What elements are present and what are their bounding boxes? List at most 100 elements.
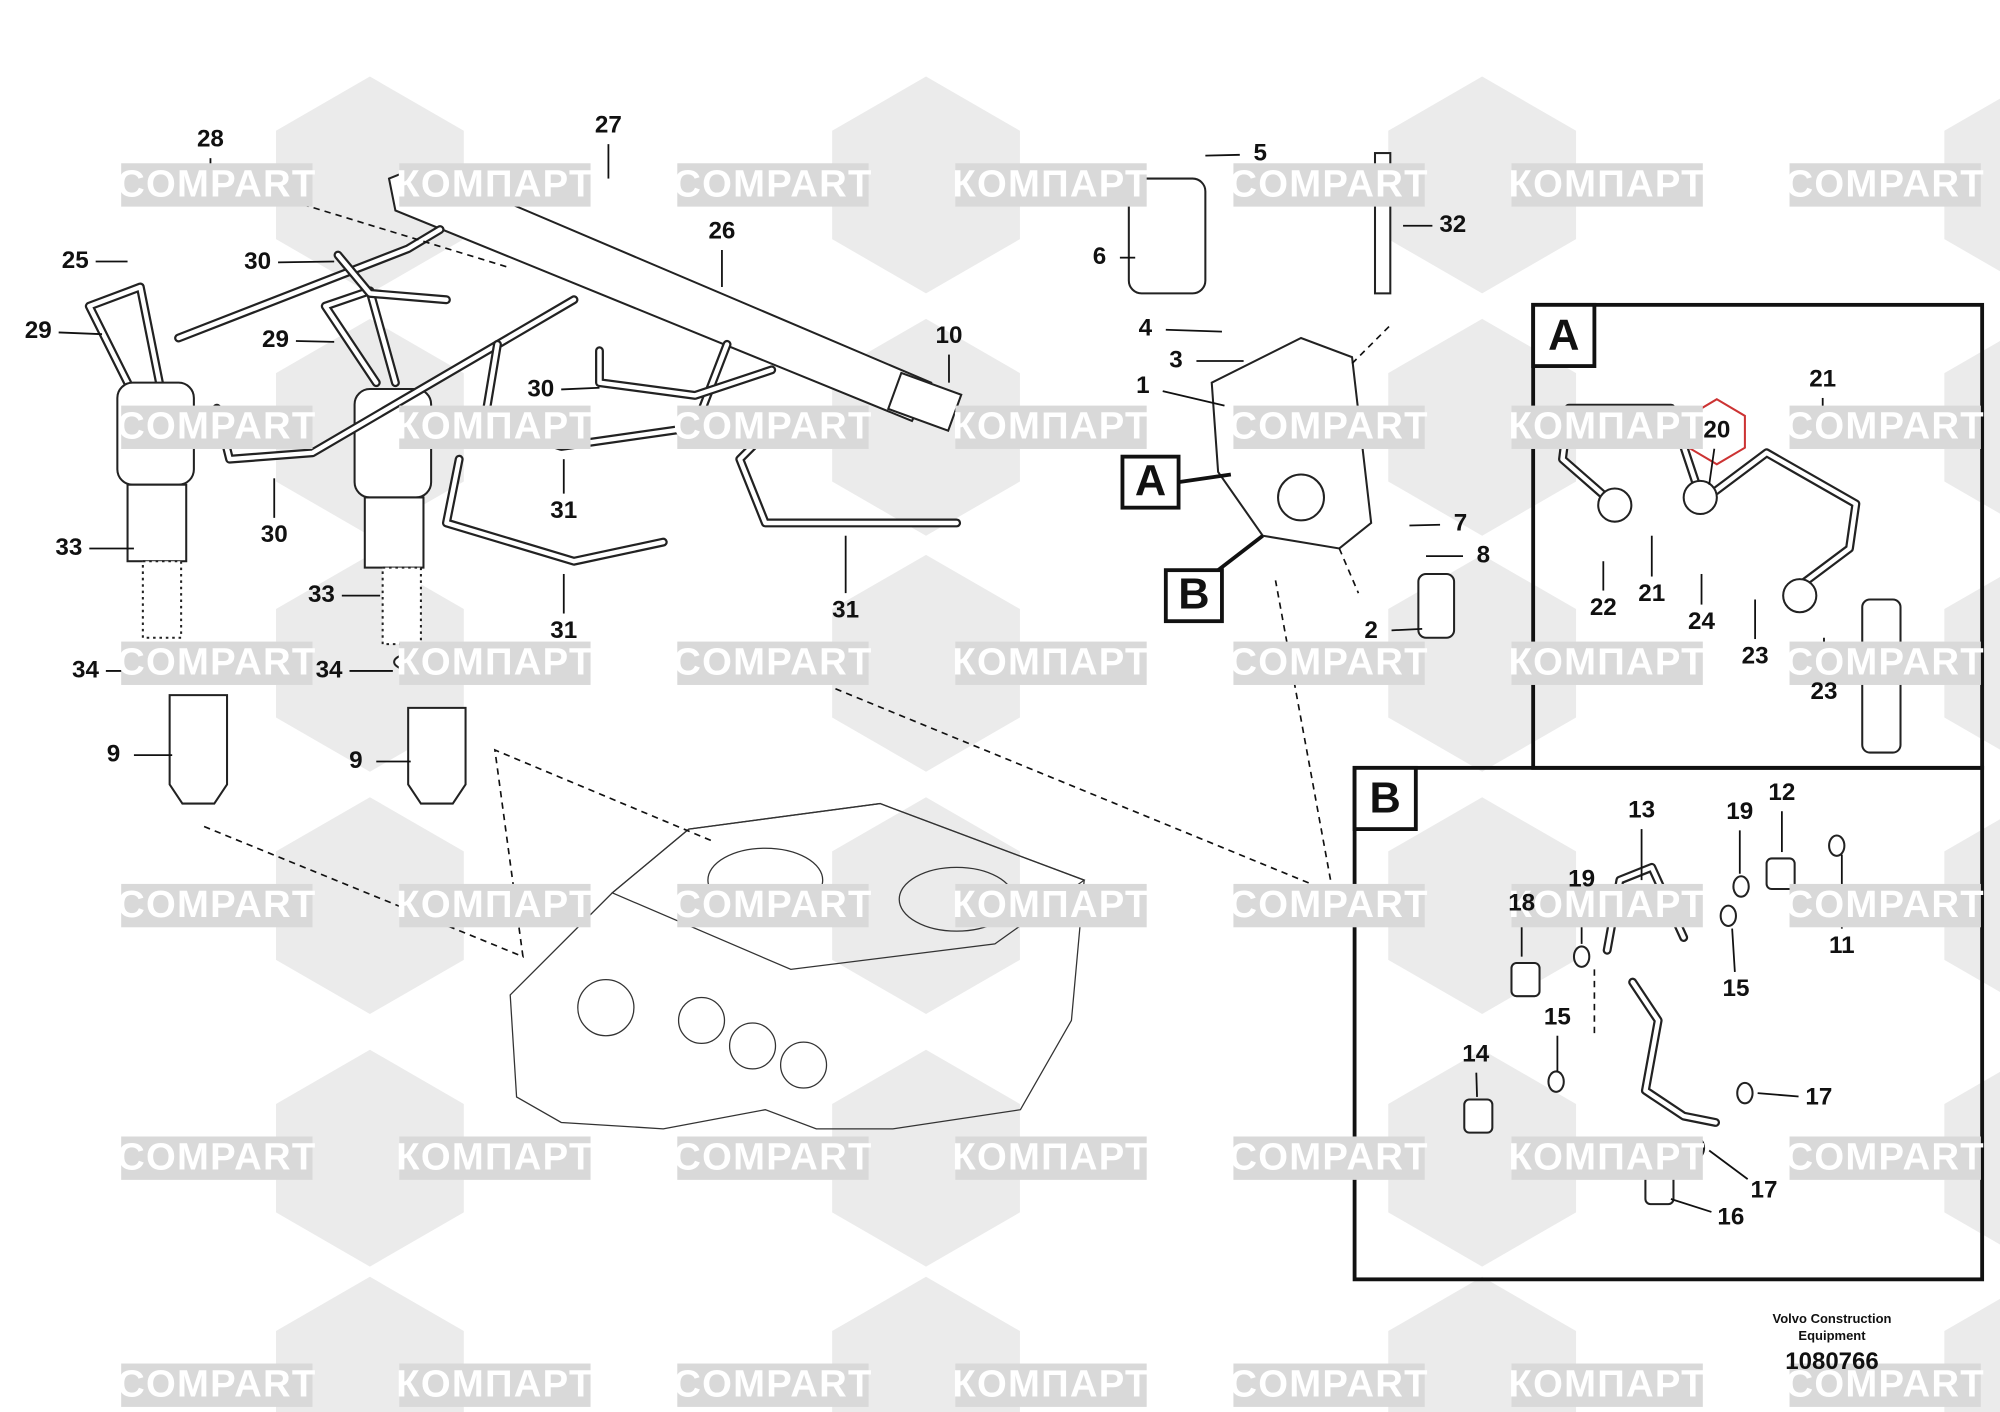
brand-line-1: Volvo Construction — [1772, 1311, 1892, 1326]
watermark-text: COMPART — [117, 1363, 316, 1406]
part-label-4[interactable]: 4 — [1139, 314, 1153, 341]
watermark-band — [1511, 641, 1703, 685]
part-label-26[interactable]: 26 — [708, 218, 735, 245]
callout-b[interactable]: B — [1178, 570, 1209, 618]
part-label-30[interactable]: 30 — [244, 248, 271, 275]
watermark-band — [1789, 1363, 1981, 1407]
watermark-band — [1789, 1136, 1981, 1180]
watermark-text: COMPART — [1229, 162, 1428, 205]
part-label-30[interactable]: 30 — [261, 521, 288, 548]
part-label-10[interactable]: 10 — [936, 322, 963, 349]
watermark-band — [955, 641, 1147, 685]
watermark-band — [677, 1363, 869, 1407]
watermark-text: КОМПАРТ — [396, 1136, 593, 1179]
part-label-17[interactable]: 17 — [1751, 1177, 1778, 1204]
watermark-hexagon — [1388, 797, 1577, 1015]
watermark-band — [677, 641, 869, 685]
watermark-text: КОМПАРТ — [1508, 883, 1705, 926]
part-label-20[interactable]: 20 — [1703, 417, 1730, 444]
part-label-1[interactable]: 1 — [1136, 372, 1149, 399]
part-label-15[interactable]: 15 — [1722, 975, 1749, 1002]
watermark-hexagon — [832, 76, 1020, 294]
watermark-text: КОМПАРТ — [396, 405, 593, 448]
watermark-text: КОМПАРТ — [952, 405, 1149, 448]
detail-label-a: A — [1548, 311, 1579, 359]
part-label-29[interactable]: 29 — [25, 317, 52, 344]
part-label-24[interactable]: 24 — [1688, 608, 1715, 635]
part-label-19[interactable]: 19 — [1568, 866, 1595, 893]
part-label-8[interactable]: 8 — [1477, 542, 1490, 569]
watermark-text: COMPART — [1785, 1136, 1984, 1179]
watermark-text: COMPART — [117, 883, 316, 926]
part-label-34[interactable]: 34 — [316, 656, 343, 683]
watermark-text: КОМПАРТ — [952, 1136, 1149, 1179]
leader-line — [1708, 448, 1716, 485]
watermark-hexagon — [276, 797, 464, 1015]
part-label-27[interactable]: 27 — [595, 112, 622, 139]
part-label-12[interactable]: 12 — [1768, 779, 1795, 806]
part-label-6[interactable]: 6 — [1093, 243, 1106, 270]
part-label-21[interactable]: 21 — [1809, 366, 1836, 393]
part-label-33[interactable]: 33 — [308, 581, 335, 608]
part-label-32[interactable]: 32 — [1439, 211, 1466, 238]
part-label-3[interactable]: 3 — [1169, 346, 1182, 373]
watermark-band — [121, 1363, 313, 1407]
watermark-text: COMPART — [673, 883, 872, 926]
watermark-hexagon — [832, 1049, 1020, 1267]
watermark-band — [1789, 641, 1981, 685]
part-label-34[interactable]: 34 — [72, 656, 99, 683]
watermark-text: COMPART — [117, 162, 316, 205]
watermark-band — [121, 883, 313, 928]
part-label-5[interactable]: 5 — [1253, 140, 1266, 167]
part-label-30[interactable]: 30 — [527, 376, 554, 403]
watermark-band — [1511, 1136, 1703, 1180]
watermark-hexagon — [832, 797, 1020, 1015]
part-label-18[interactable]: 18 — [1508, 890, 1535, 917]
part-label-31[interactable]: 31 — [832, 596, 859, 623]
watermark-text: КОМПАРТ — [396, 1363, 593, 1406]
leader-line — [1670, 1198, 1712, 1213]
part-label-21[interactable]: 21 — [1638, 580, 1665, 607]
part-label-28[interactable]: 28 — [197, 126, 224, 153]
watermark-text: COMPART — [673, 641, 872, 684]
leader-line — [1205, 153, 1240, 157]
watermark-band — [1233, 641, 1425, 685]
part-label-7[interactable]: 7 — [1454, 510, 1467, 537]
part-label-14[interactable]: 14 — [1462, 1040, 1489, 1067]
leader-line — [561, 386, 600, 391]
leader-line — [1409, 523, 1441, 527]
watermark-text: COMPART — [1785, 641, 1984, 684]
part-label-19[interactable]: 19 — [1726, 798, 1753, 825]
part-label-31[interactable]: 31 — [550, 617, 577, 644]
part-label-15[interactable]: 15 — [1544, 1003, 1571, 1030]
part-label-9[interactable]: 9 — [349, 747, 362, 774]
part-label-2[interactable]: 2 — [1364, 617, 1377, 644]
part-label-13[interactable]: 13 — [1628, 797, 1655, 824]
watermark-text: КОМПАРТ — [396, 162, 593, 205]
watermark-text: COMPART — [673, 1363, 872, 1406]
watermark-band — [955, 1363, 1147, 1407]
callout-a[interactable]: A — [1135, 457, 1166, 505]
detail-frame-a — [1531, 302, 1985, 770]
footer: Volvo Construction Equipment 1080766 — [1722, 1310, 1942, 1376]
part-label-17[interactable]: 17 — [1805, 1084, 1832, 1111]
watermark-band — [677, 163, 869, 207]
watermark-hexagon — [1388, 1049, 1577, 1267]
part-label-11[interactable]: 11 — [1829, 932, 1855, 959]
part-label-9[interactable]: 9 — [107, 741, 120, 768]
part-label-23[interactable]: 23 — [1742, 642, 1769, 669]
part-label-25[interactable]: 25 — [62, 247, 89, 274]
watermark-band — [399, 883, 591, 928]
watermark-text: COMPART — [1785, 1363, 1984, 1406]
engine-block-drawing — [509, 802, 1086, 1130]
part-label-16[interactable]: 16 — [1717, 1204, 1744, 1231]
part-label-29[interactable]: 29 — [262, 326, 289, 353]
watermark-band — [121, 405, 313, 449]
part-label-23[interactable]: 23 — [1811, 678, 1838, 705]
part-label-33[interactable]: 33 — [55, 534, 82, 561]
detail-b-drawing — [1463, 834, 1846, 1206]
watermark-layer: COMPART КОМПАРТ COMPART КОМПАРТ COMPART КОМПА… — [117, 162, 1984, 1407]
part-label-31[interactable]: 31 — [550, 497, 577, 524]
part-label-22[interactable]: 22 — [1590, 594, 1617, 621]
